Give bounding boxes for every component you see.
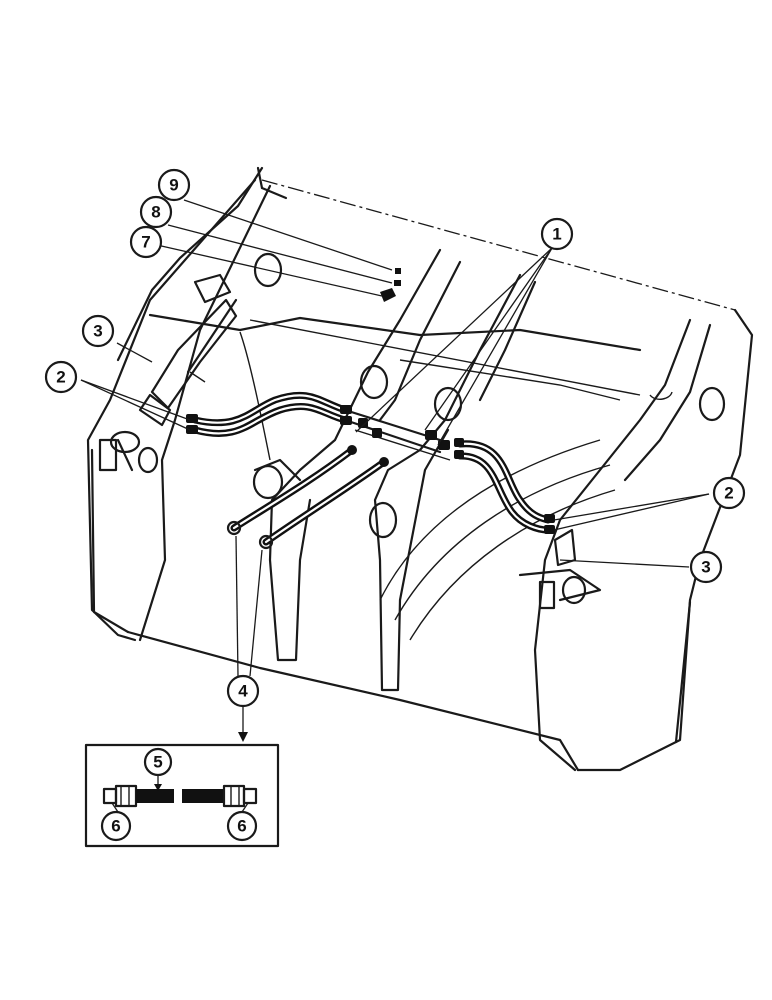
left-loader-arm — [86, 178, 283, 642]
svg-text:6: 6 — [111, 817, 120, 836]
center-loader-arms — [252, 248, 537, 692]
svg-text:2: 2 — [56, 368, 65, 387]
callout-6-right: 6 — [226, 810, 258, 842]
callout-8: 8 — [139, 195, 173, 229]
callout-2-left: 2 — [44, 360, 78, 394]
callout-4: 4 — [226, 674, 260, 708]
hose-fittings — [186, 268, 555, 550]
hose-assembly-detail — [102, 784, 258, 808]
svg-text:7: 7 — [141, 233, 150, 252]
svg-text:3: 3 — [93, 322, 102, 341]
leader-lines — [80, 199, 710, 742]
svg-text:2: 2 — [724, 484, 733, 503]
callout-3-right: 3 — [689, 550, 723, 584]
callout-5: 5 — [143, 747, 173, 777]
right-loader-arm — [518, 318, 726, 772]
svg-text:5: 5 — [153, 753, 162, 772]
hydraulic-hoses — [191, 391, 552, 546]
svg-text:4: 4 — [238, 682, 248, 701]
bucket-body — [90, 166, 754, 772]
svg-text:6: 6 — [237, 817, 246, 836]
svg-text:9: 9 — [169, 176, 178, 195]
callout-3-left: 3 — [81, 314, 115, 348]
callout-1: 1 — [540, 217, 574, 251]
svg-text:1: 1 — [552, 225, 561, 244]
callout-2-right: 2 — [712, 476, 746, 510]
callout-6-left: 6 — [100, 810, 132, 842]
callout-7: 7 — [129, 225, 163, 259]
svg-text:8: 8 — [151, 203, 160, 222]
svg-text:3: 3 — [701, 558, 710, 577]
callout-9: 9 — [157, 168, 191, 202]
detail-inset — [84, 743, 280, 848]
